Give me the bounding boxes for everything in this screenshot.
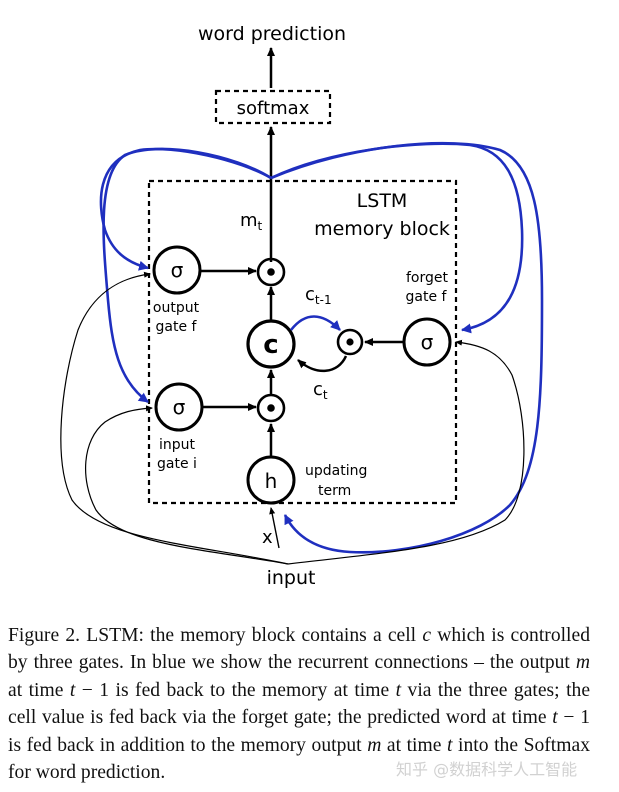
watermark: 知乎 @数据科学人工智能 xyxy=(396,760,578,779)
caption-part-4: − 1 is fed back to the memory at time xyxy=(75,679,396,701)
lstm-diagram: word prediction softmax LSTM memory bloc… xyxy=(60,23,544,589)
arrow-cell-to-forget-multiply xyxy=(289,315,341,331)
arrow-input-to-forget-gate xyxy=(287,339,525,565)
softmax-box xyxy=(214,89,332,125)
caption-var-t1: t xyxy=(69,679,76,701)
input-multiply-node xyxy=(256,393,286,423)
caption-var-t4: t xyxy=(447,734,453,756)
caption-part-6: − 1 is fed back in addition to the memor… xyxy=(8,707,590,756)
input-gate-label-2: gate i xyxy=(157,456,197,472)
caption-var-t3: t xyxy=(552,707,558,729)
updating-term-label-1: updating xyxy=(305,463,367,479)
output-gate-label-1: output xyxy=(153,300,200,316)
m-t-subscript: t xyxy=(258,219,263,233)
caption-part-2: which is controlled by three gates. In b… xyxy=(8,625,590,674)
arrow-x-to-updating-term xyxy=(269,507,280,549)
cell-label: c xyxy=(263,330,278,360)
caption-part-8: into the Softmax for word prediction. xyxy=(8,734,590,784)
caption-part-7: at time xyxy=(381,734,448,756)
c-t-main: c xyxy=(313,379,323,400)
recurrent-to-output-gate xyxy=(99,147,272,271)
cell-node xyxy=(246,319,296,369)
m-t-label: mt xyxy=(240,210,263,233)
x-label: x xyxy=(262,527,273,548)
caption-part-1: Figure 2. LSTM: the memory block contain… xyxy=(8,625,423,646)
block-title-lstm: LSTM xyxy=(357,190,408,212)
recurrent-to-input-gate xyxy=(102,147,272,404)
input-gate-label-1: input xyxy=(159,437,196,453)
caption-var-t2: t xyxy=(395,679,402,701)
c-t-subscript: t xyxy=(323,388,328,402)
output-gate-label-2: gate f xyxy=(156,319,198,335)
caption-part-5: via the three gates; the cell value is f… xyxy=(8,679,591,729)
forget-gate-sigma xyxy=(402,317,452,367)
caption-var-m1: m xyxy=(575,652,590,674)
c-prev-main: c xyxy=(305,284,315,305)
c-t-label: ct xyxy=(313,379,328,402)
caption-part-3: at time xyxy=(8,679,70,701)
updating-term-label-2: term xyxy=(318,483,351,499)
figure-caption: Figure 2. LSTM: the memory block contain… xyxy=(8,622,590,786)
forget-gate-label-2: gate f xyxy=(406,289,448,305)
arrow-input-to-output-gate xyxy=(60,271,289,565)
block-title-memory-block: memory block xyxy=(314,218,450,240)
m-t-main: m xyxy=(240,210,258,231)
forget-gate-label-1: forget xyxy=(406,270,449,286)
updating-term-node xyxy=(246,455,296,505)
c-prev-subscript: t-1 xyxy=(315,293,332,307)
softmax-label: softmax xyxy=(237,98,310,119)
caption-var-m2: m xyxy=(367,734,382,756)
output-multiply-node xyxy=(256,257,286,287)
caption-var-c: c xyxy=(422,625,432,646)
c-prev-label: ct-1 xyxy=(305,284,332,307)
input-label: input xyxy=(267,567,316,589)
output-gate-sigma-symbol: σ xyxy=(171,258,184,282)
output-gate-sigma xyxy=(152,245,202,295)
forget-gate-sigma-symbol: σ xyxy=(421,330,434,354)
forget-multiply-dot xyxy=(346,338,354,346)
input-gate-sigma xyxy=(154,382,204,432)
forget-multiply-node xyxy=(336,328,364,356)
word-prediction-label: word prediction xyxy=(198,23,346,45)
input-gate-sigma-symbol: σ xyxy=(173,395,186,419)
output-multiply-dot xyxy=(267,268,275,276)
recurrent-to-updating-term xyxy=(270,141,544,554)
updating-term-label-h: h xyxy=(265,469,278,493)
arrow-forget-multiply-to-cell xyxy=(297,355,348,373)
arrow-input-to-input-gate xyxy=(85,405,289,565)
input-multiply-dot xyxy=(267,404,275,412)
